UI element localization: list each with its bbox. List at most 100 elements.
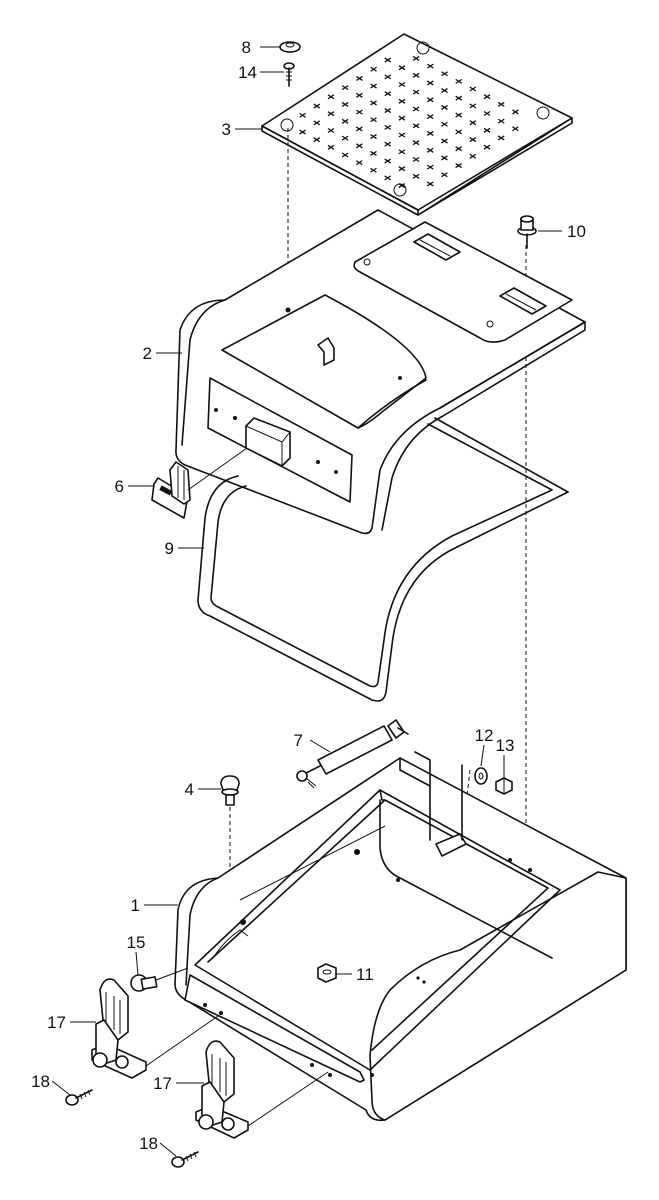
perforation-hole bbox=[426, 130, 434, 136]
perforation-hole bbox=[426, 80, 434, 86]
perforation-hole bbox=[355, 143, 363, 149]
callout-17-right: 17 bbox=[153, 1074, 172, 1093]
callout-1: 1 bbox=[131, 896, 140, 915]
perforation-hole bbox=[441, 155, 448, 161]
perforation-hole bbox=[398, 182, 406, 189]
perforation-hole bbox=[384, 175, 392, 181]
callout-7: 7 bbox=[294, 731, 303, 750]
perforation-hole bbox=[370, 134, 377, 140]
callout-17-left: 17 bbox=[47, 1013, 66, 1032]
perforation-hole bbox=[412, 89, 420, 95]
callout-15: 15 bbox=[127, 933, 146, 952]
perforation-hole bbox=[313, 103, 321, 109]
perforation-hole bbox=[455, 146, 462, 152]
perforation-hole bbox=[327, 94, 335, 100]
perforation-hole bbox=[299, 129, 306, 135]
perforation-hole bbox=[341, 152, 349, 158]
upper-cover bbox=[175, 209, 586, 535]
perforation-hole bbox=[313, 137, 321, 143]
callout-12: 12 bbox=[475, 726, 494, 745]
perforation-hole bbox=[455, 78, 463, 84]
perforation-hole bbox=[441, 104, 448, 110]
frame-gasket bbox=[197, 417, 569, 702]
perforation-hole bbox=[455, 112, 463, 118]
perforation-hole bbox=[455, 95, 463, 101]
perforation-hole bbox=[398, 98, 406, 104]
perforation-hole bbox=[412, 123, 420, 129]
bump-stop-15 bbox=[130, 967, 189, 992]
perforation-hole bbox=[384, 74, 392, 80]
callout-14: 14 bbox=[238, 63, 257, 82]
perforation-hole bbox=[412, 106, 420, 112]
perforation-hole bbox=[483, 127, 491, 133]
perforation-hole bbox=[426, 97, 434, 103]
washer-8 bbox=[279, 41, 301, 53]
perforation-hole bbox=[370, 167, 377, 173]
perforation-hole bbox=[370, 100, 377, 106]
callout-13: 13 bbox=[496, 736, 515, 755]
perforation-hole bbox=[512, 109, 519, 115]
perforation-hole bbox=[370, 66, 377, 72]
perforation-hole bbox=[469, 103, 477, 109]
perforation-hole bbox=[341, 118, 349, 124]
perforation-hole bbox=[441, 172, 448, 178]
perforation-hole bbox=[412, 72, 420, 78]
perforation-hole bbox=[412, 140, 420, 146]
perforation-hole bbox=[341, 85, 349, 91]
nut-11 bbox=[317, 963, 337, 983]
screw-18-right bbox=[171, 1151, 199, 1168]
callout-18-right: 18 bbox=[139, 1134, 158, 1153]
callout-6: 6 bbox=[115, 477, 124, 496]
perforation-hole bbox=[469, 86, 477, 92]
perforation-hole bbox=[497, 135, 505, 141]
perforation-hole bbox=[384, 141, 392, 147]
gas-spring-7 bbox=[296, 719, 409, 789]
perforation-hole bbox=[341, 135, 349, 141]
perforation-hole bbox=[497, 118, 505, 124]
perforation-hole bbox=[384, 57, 392, 63]
perforation-hole bbox=[455, 163, 462, 169]
screw-14 bbox=[283, 62, 295, 87]
perforation-hole bbox=[426, 147, 434, 153]
perforation-hole bbox=[370, 83, 377, 89]
lower-housing bbox=[174, 751, 627, 1122]
perforation-hole bbox=[426, 181, 434, 187]
perforation-hole bbox=[398, 65, 406, 71]
perforation-hole bbox=[355, 160, 363, 166]
callout-8: 8 bbox=[242, 38, 251, 57]
perforation-hole bbox=[398, 115, 406, 121]
perforation-hole bbox=[384, 108, 392, 114]
perforation-hole bbox=[355, 126, 363, 132]
perforation-hole bbox=[398, 81, 406, 88]
callout-9: 9 bbox=[165, 539, 174, 558]
perforation-hole bbox=[299, 112, 306, 118]
perforation-hole bbox=[441, 71, 448, 77]
perforation-hole bbox=[469, 120, 477, 126]
perforation-hole bbox=[483, 144, 491, 150]
perforation-hole bbox=[384, 124, 392, 130]
perforation-hole bbox=[327, 144, 335, 150]
plate-perforations bbox=[299, 55, 519, 189]
bolt-10 bbox=[517, 215, 537, 249]
perforation-hole bbox=[497, 101, 505, 107]
screw-18-left bbox=[65, 1089, 93, 1106]
callout-2: 2 bbox=[143, 344, 152, 363]
latch-6 bbox=[151, 447, 248, 519]
perforation-hole bbox=[313, 120, 321, 126]
perforation-hole bbox=[370, 117, 377, 123]
perforation-hole bbox=[426, 114, 434, 120]
callout-18-left: 18 bbox=[31, 1072, 50, 1091]
perforation-hole bbox=[455, 129, 463, 135]
perforation-hole bbox=[412, 55, 420, 62]
callout-4: 4 bbox=[185, 780, 194, 799]
perforation-hole bbox=[384, 91, 392, 97]
perforation-hole bbox=[483, 94, 491, 100]
callout-3: 3 bbox=[222, 120, 231, 139]
perforation-hole bbox=[327, 127, 335, 134]
perforation-hole bbox=[441, 121, 448, 127]
callout-11: 11 bbox=[356, 965, 374, 984]
perforation-hole bbox=[327, 111, 335, 117]
perforation-hole bbox=[426, 164, 434, 170]
perforation-hole bbox=[356, 92, 363, 98]
perforation-hole bbox=[398, 166, 406, 172]
